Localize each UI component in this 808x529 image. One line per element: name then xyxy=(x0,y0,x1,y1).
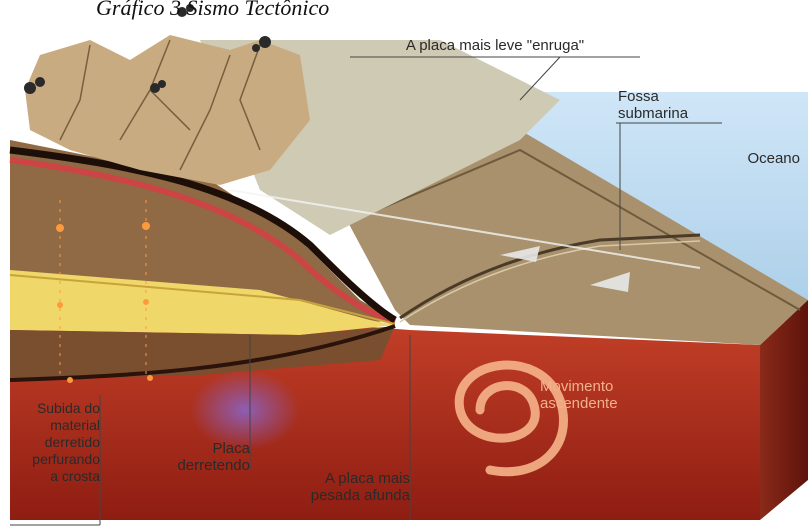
label-light-plate: A placa mais leve "enruga" xyxy=(350,37,640,54)
label-ocean: Oceano xyxy=(690,150,800,167)
label-melting-plate: Placa derretendo xyxy=(170,440,250,474)
label-heavy-plate: A placa mais pesada afunda xyxy=(270,470,410,504)
label-movement: Movimento ascendente xyxy=(540,378,680,412)
label-rising-material: Subida do material derretido perfurando … xyxy=(0,400,100,485)
diagram-caption: Gráfico 3 Sismo Tectônico xyxy=(96,0,456,21)
melting-glow xyxy=(190,370,300,450)
label-trench: Fossa submarina xyxy=(618,88,722,122)
